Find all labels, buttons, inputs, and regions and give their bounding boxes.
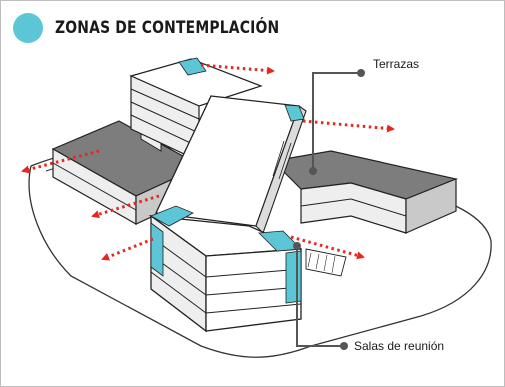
right-wing [271,150,459,234]
view-arrows [21,63,395,261]
leader-salas [293,242,348,350]
diagram-title: ZONAS DE CONTEMPLACIÓN [55,18,280,38]
label-terrazas: Terrazas [373,57,420,71]
label-salas-de-reunion: Salas de reunión [354,339,445,353]
terrace-highlight [178,57,207,76]
title-row: ZONAS DE CONTEMPLACIÓN [13,13,329,43]
main-slab [155,95,307,235]
front-tower [148,205,347,333]
terrace-highlight [258,230,302,252]
view-arrow [302,119,395,133]
leader-terrazas [309,69,365,175]
terrace-highlight [150,205,194,227]
view-arrow [290,235,365,260]
meeting-room-highlight [285,250,302,304]
view-arrow [200,63,275,75]
back-tower [129,57,263,162]
view-arrow [21,149,100,174]
terrace-highlight [284,104,305,122]
stair-ramp [305,248,347,277]
meeting-room-highlight [150,222,164,277]
title-bullet-icon [13,13,43,43]
